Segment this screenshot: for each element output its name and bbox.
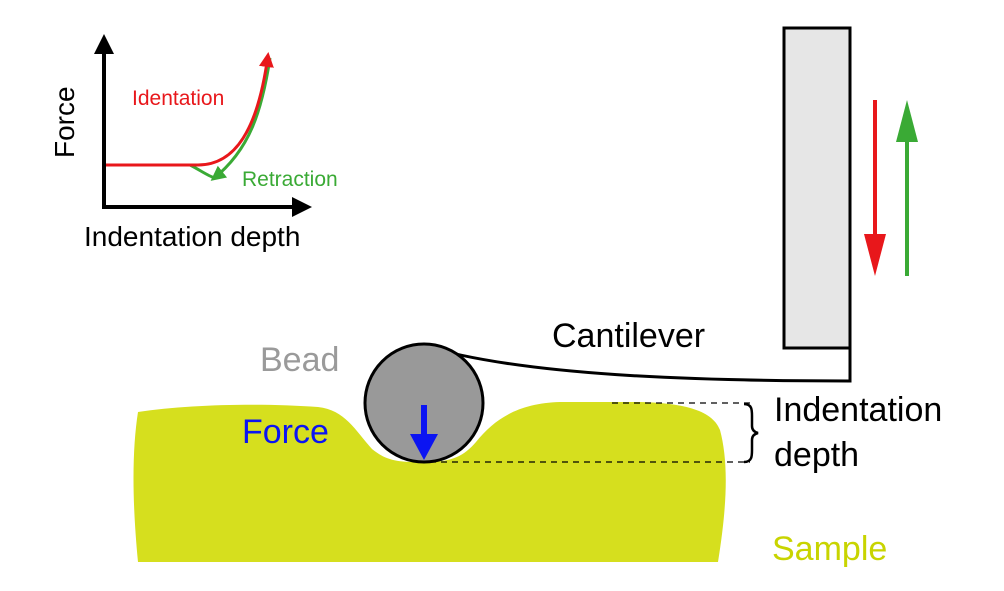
indentation-depth-label-line1: Indentation: [774, 391, 942, 429]
indentation-depth-label-line2: depth: [774, 436, 859, 474]
retraction-curve-label: Retraction: [242, 168, 338, 191]
depth-brace: [743, 402, 759, 464]
inset-y-axis-label: Force: [49, 86, 80, 158]
inset-x-axis-label: Indentation depth: [84, 221, 300, 252]
approach-arrow: [864, 100, 886, 276]
cantilever-holder: [782, 26, 852, 350]
inset-chart: Force Indentation depth Identation Retra…: [49, 34, 338, 252]
retraction-curve: [210, 57, 272, 181]
force-arrow: [410, 405, 438, 460]
bead-label: Bead: [260, 341, 339, 379]
sample-block: [133, 402, 726, 562]
force-label: Force: [242, 413, 329, 451]
retraction-curve-base: [189, 163, 216, 180]
bead: [363, 342, 485, 464]
cantilever-beam: [421, 343, 852, 383]
retract-arrow: [896, 100, 918, 276]
cantilever-label: Cantilever: [552, 317, 705, 355]
sample-label: Sample: [772, 530, 887, 568]
indentation-curve-label: Identation: [132, 87, 224, 110]
indentation-curve: [106, 52, 274, 167]
